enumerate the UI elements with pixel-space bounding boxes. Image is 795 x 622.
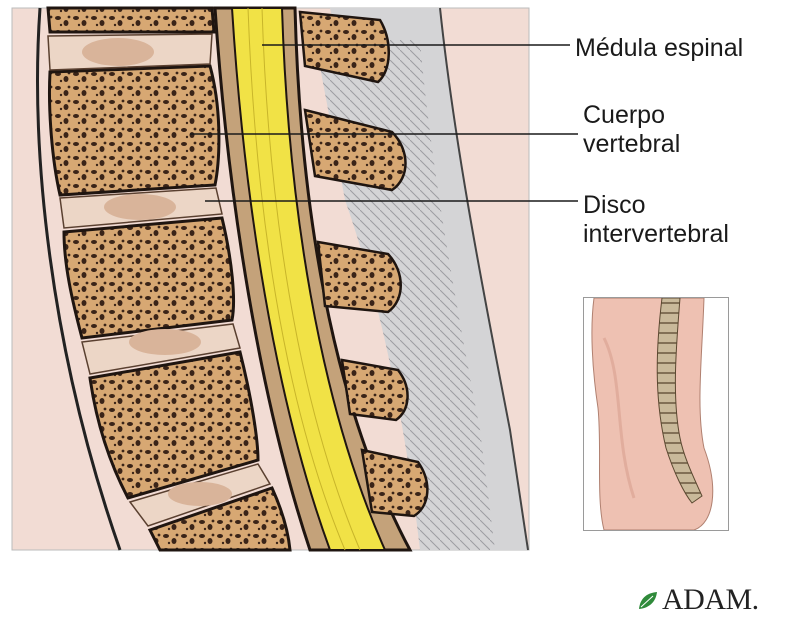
label-vertebral-body-line2: vertebral [583, 130, 680, 159]
disc-nucleus [168, 482, 232, 506]
label-spinal-cord: Médula espinal [575, 34, 743, 63]
label-spinal-cord-text: Médula espinal [575, 34, 743, 62]
label-disc-line1: Disco [583, 191, 729, 220]
vertebral-body [64, 218, 234, 338]
label-vertebral-body: Cuerpo vertebral [583, 101, 680, 159]
vertebral-body [48, 8, 214, 32]
vertebral-body [49, 66, 218, 195]
disc-nucleus [129, 329, 201, 355]
label-disc-line2: intervertebral [583, 220, 729, 249]
spinous-process [342, 360, 408, 420]
adam-logo: ADAM. [636, 583, 786, 617]
adam-logo-text: ADAM. [662, 583, 759, 617]
label-vertebral-body-line1: Cuerpo [583, 101, 680, 130]
inset-body-illustration [583, 297, 729, 531]
disc-nucleus [104, 194, 176, 220]
leaf-icon [636, 589, 660, 613]
disc-nucleus [82, 38, 154, 66]
label-intervertebral-disc: Disco intervertebral [583, 191, 729, 249]
